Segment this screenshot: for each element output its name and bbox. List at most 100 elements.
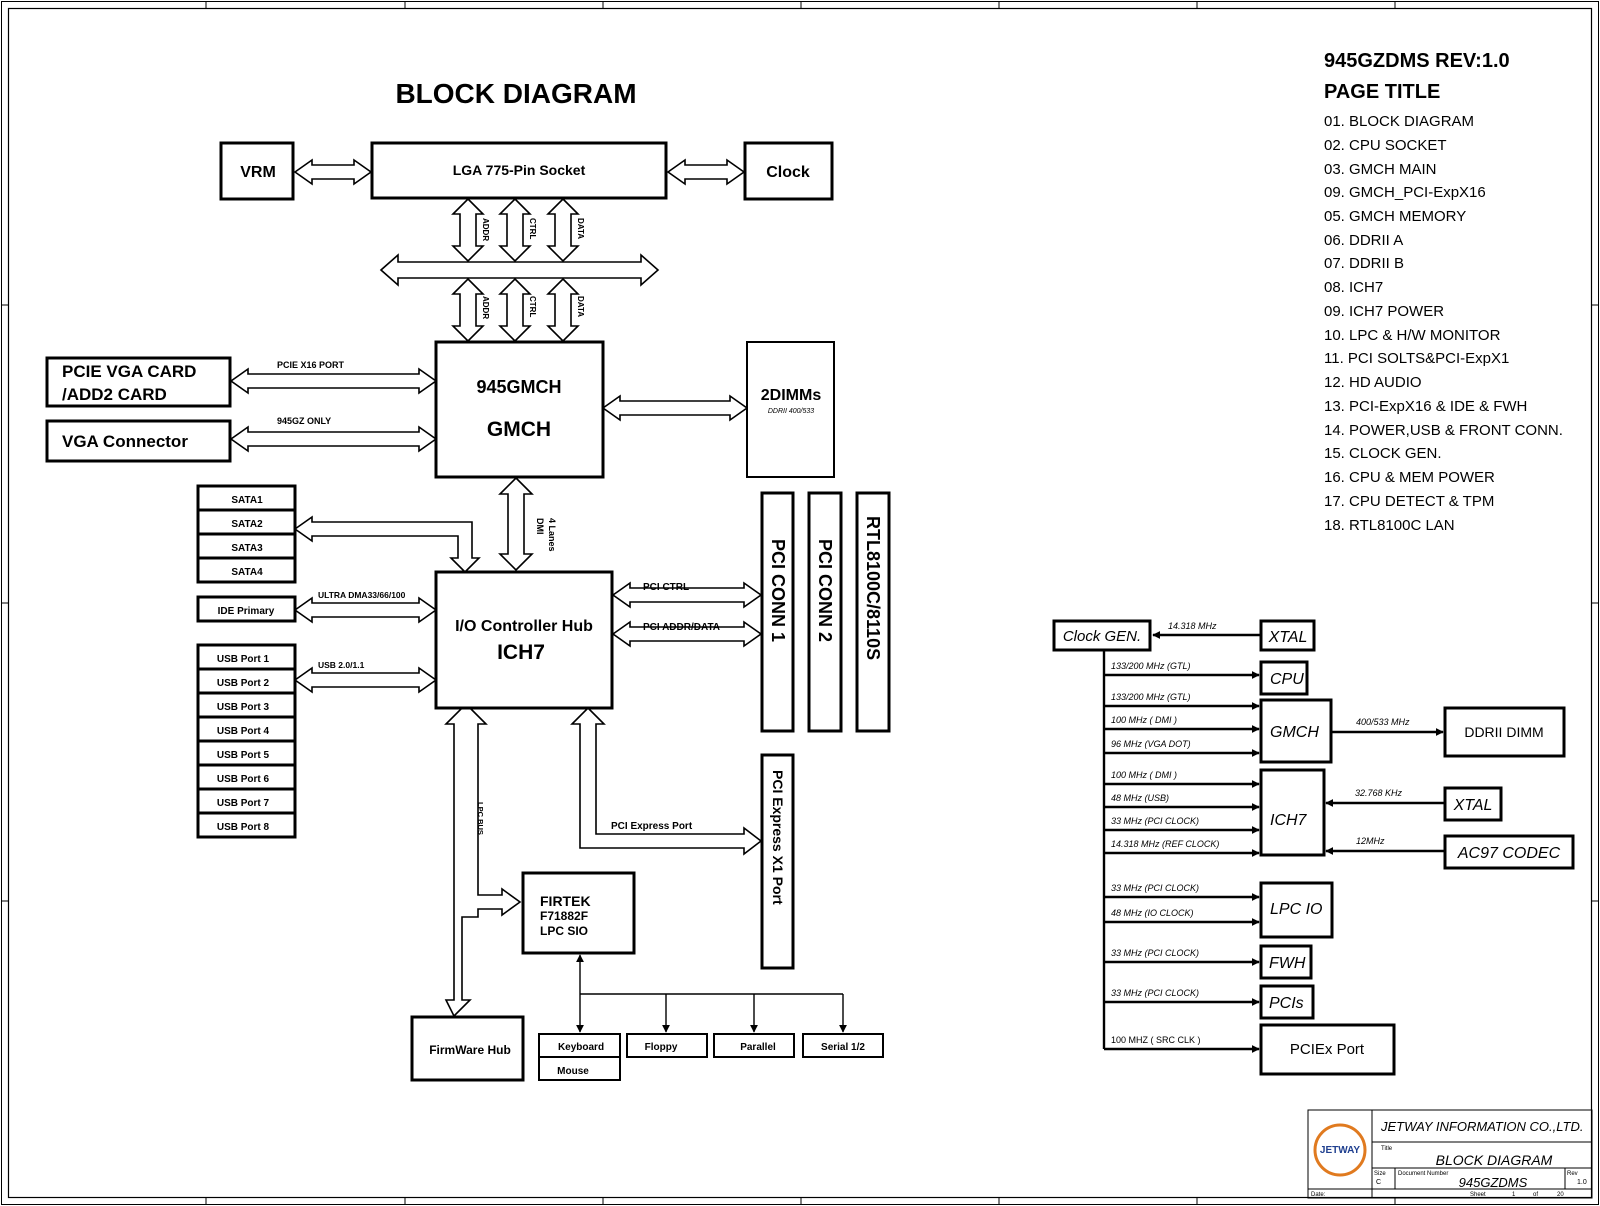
pcie-vga-card-box xyxy=(45,356,232,408)
toc-item: 18. RTL8100C LAN xyxy=(1324,517,1455,534)
dimms-label: 2DIMMs xyxy=(761,387,822,404)
sata-stack xyxy=(196,484,297,584)
vrm-label: VRM xyxy=(240,164,276,181)
ddr-freq: 400/533 MHz xyxy=(1356,717,1410,727)
usb-port-8-label: USB Port 8 xyxy=(217,822,270,833)
toc-heading: PAGE TITLE xyxy=(1324,81,1440,103)
socket-clock-arrow xyxy=(666,158,746,186)
clock-box xyxy=(743,141,834,201)
clock-gen-box xyxy=(1052,619,1152,652)
gmch-data-arrow xyxy=(546,277,580,343)
clock-line-label: 33 MHz (PCI CLOCK) xyxy=(1111,948,1199,958)
clock-tree: Clock GEN. XTAL 14.318 MHz CPU GMCH ICH7… xyxy=(1052,619,1575,1076)
gmch-box xyxy=(434,340,605,479)
ide-primary-label: IDE Primary xyxy=(218,606,275,617)
pcie-x1-arrow xyxy=(570,706,763,856)
ctrl-label-top: CTRL xyxy=(528,218,537,239)
sio-line3: LPC SIO xyxy=(540,924,588,938)
toc-item: 03. GMCH MAIN xyxy=(1324,161,1437,178)
page-title: BLOCK DIAGRAM xyxy=(395,78,636,109)
usb-bus-label: USB 2.0/1.1 xyxy=(318,660,365,670)
dmi-lanes-label: 4 Lanes xyxy=(547,518,557,552)
sata3-label: SATA3 xyxy=(231,543,263,554)
pci-ctrl-label: PCI CTRL xyxy=(643,582,689,593)
ac97-label: AC97 CODEC xyxy=(1457,845,1561,862)
vrm-socket-arrow xyxy=(293,158,373,186)
sata1-label: SATA1 xyxy=(231,495,263,506)
clock-line-label: 14.318 MHz (REF CLOCK) xyxy=(1111,839,1219,849)
clock-line-label: 100 MHz ( DMI ) xyxy=(1111,770,1177,780)
vga-connector-box xyxy=(45,419,232,463)
fwh-clk-box xyxy=(1259,944,1313,980)
xtal-freq: 14.318 MHz xyxy=(1168,621,1217,631)
sheet-total: 20 xyxy=(1557,1192,1564,1198)
lpc-bus-label: LPC BUS xyxy=(476,802,485,835)
dmi-arrow xyxy=(498,476,534,572)
usb-arrow xyxy=(293,666,438,694)
sio-line2: F71882F xyxy=(540,909,588,923)
pcie-x1-box xyxy=(760,753,795,970)
toc-item: 12. HD AUDIO xyxy=(1324,374,1422,391)
cpu-clk-box xyxy=(1259,660,1309,696)
sheet-of: of xyxy=(1533,1192,1538,1198)
sio-line1: FIRTEK xyxy=(540,893,591,909)
lpcio-clk-box xyxy=(1259,881,1334,939)
gmch-addr-arrow xyxy=(451,277,485,343)
lan-box xyxy=(855,491,891,733)
rev-caption: Rev xyxy=(1567,1171,1578,1177)
toc-item: 05. GMCH MEMORY xyxy=(1324,208,1466,225)
pciex-clk-label: PCIEx Port xyxy=(1290,1041,1365,1058)
usb-port-6-label: USB Port 6 xyxy=(217,774,270,785)
toc-item: 16. CPU & MEM POWER xyxy=(1324,469,1495,486)
sheet-value: 1 xyxy=(1512,1192,1516,1198)
clock-line-label: 33 MHz (PCI CLOCK) xyxy=(1111,883,1199,893)
clock-line-label: 100 MHz ( DMI ) xyxy=(1111,715,1177,725)
dimm-arrow xyxy=(601,394,749,422)
bus-arrows xyxy=(229,158,763,1018)
fsb-arrow xyxy=(379,253,660,287)
dimms-box xyxy=(746,341,835,478)
peripheral-boxes xyxy=(538,1033,884,1081)
firmware-hub-label: FirmWare Hub xyxy=(429,1043,511,1057)
size-caption: Size xyxy=(1374,1171,1386,1177)
toc-item: 07. DDRII B xyxy=(1324,255,1404,272)
pci-conn1-label: PCI CONN 1 xyxy=(768,539,788,642)
cpu-ctrl-arrow xyxy=(498,197,532,263)
gmch-line1: 945GMCH xyxy=(476,377,561,397)
sata-arrow xyxy=(293,515,481,574)
keyboard-label: Keyboard xyxy=(558,1042,604,1053)
pcie-x16-arrow xyxy=(229,367,438,395)
usb-port-3-label: USB Port 3 xyxy=(217,702,270,713)
dimms-sub: DDRII 400/533 xyxy=(768,408,814,415)
cpu-clk-label: CPU xyxy=(1270,671,1304,688)
usb-port-5-label: USB Port 5 xyxy=(217,750,270,761)
rev-value: 1.0 xyxy=(1577,1179,1587,1186)
toc-item: 08. ICH7 xyxy=(1324,279,1383,296)
title-caption: Title xyxy=(1381,1146,1393,1152)
lan-label: RTL8100C/8110S xyxy=(863,516,883,660)
vga-only-label: 945GZ ONLY xyxy=(277,416,331,426)
ddr-dimm-box xyxy=(1443,706,1566,758)
docnum-value: 945GZDMS xyxy=(1459,1175,1528,1190)
ddr-dimm-label: DDRII DIMM xyxy=(1464,724,1543,740)
title-value: BLOCK DIAGRAM xyxy=(1436,1152,1553,1168)
docnum-caption: Document Number xyxy=(1398,1171,1448,1177)
pciex-clk-box xyxy=(1259,1023,1396,1076)
ich7-line2: ICH7 xyxy=(497,641,545,664)
sata2-label: SATA2 xyxy=(231,519,263,530)
ich7-clk-box xyxy=(1259,768,1326,857)
pcie-x1-label: PCI Express X1 Port xyxy=(770,770,786,905)
ide-primary-box xyxy=(196,595,297,623)
usb-port-2-label: USB Port 2 xyxy=(217,678,270,689)
ich7-clk-label: ICH7 xyxy=(1270,812,1308,829)
sio-box xyxy=(521,871,636,955)
sheet-caption: Sheet xyxy=(1470,1192,1486,1198)
pcie-vga-card-line1: PCIE VGA CARD xyxy=(62,362,196,381)
lpc-bus-arrow xyxy=(444,707,522,1018)
lpcio-clk-label: LPC IO xyxy=(1270,901,1322,918)
clock-line-label: 133/200 MHz (GTL) xyxy=(1111,661,1191,671)
size-value: C xyxy=(1376,1179,1381,1186)
parallel-label: Parallel xyxy=(740,1042,776,1053)
pcie-vga-card-line2: /ADD2 CARD xyxy=(62,385,167,404)
data-label-bottom: DATA xyxy=(576,296,585,317)
